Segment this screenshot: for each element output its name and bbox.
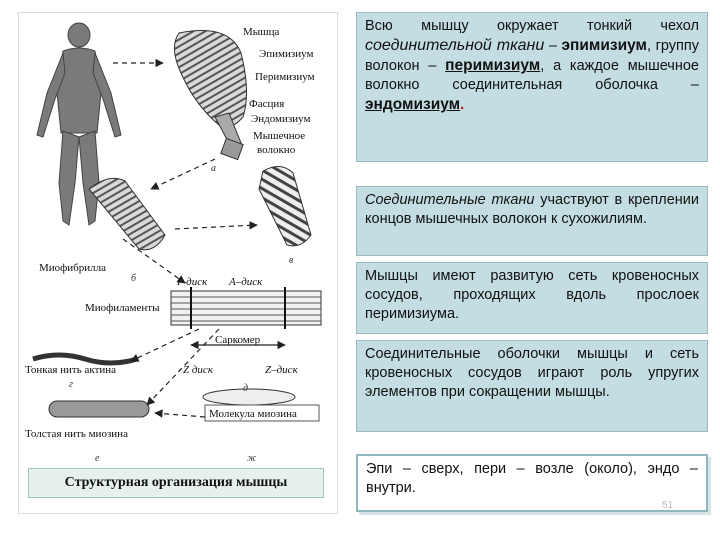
term-perimysium: перимизиум bbox=[445, 57, 541, 74]
letter-b: б bbox=[131, 273, 137, 284]
label-endomysium: Эндомизиум bbox=[251, 113, 310, 125]
label-i-disc: I–диск bbox=[176, 276, 208, 288]
label-muscle-fiber-2: волокно bbox=[257, 144, 296, 156]
letter-zh: ж bbox=[247, 453, 257, 464]
diagram-caption: Структурная организация мышцы bbox=[28, 468, 324, 498]
term-endomysium: эндомизиум bbox=[365, 96, 461, 113]
label-a-disc: A–диск bbox=[228, 276, 263, 288]
text-box-blood-vessels: Мышцы имеют развитую сеть кровеносных со… bbox=[356, 262, 708, 334]
myofibril-illustration bbox=[170, 287, 322, 329]
label-myofilaments: Миофиламенты bbox=[85, 302, 160, 314]
label-z-disc-left: Z диск bbox=[183, 364, 214, 376]
muscle-structure-diagram: Мышца Эпимизиум Перимизиум Фасция Эндоми… bbox=[25, 22, 322, 464]
box1-end-dot: . bbox=[460, 97, 465, 113]
box1-text-5: , группу волокон – bbox=[365, 38, 699, 74]
term-epimysium: эпимизиум bbox=[561, 37, 648, 54]
arrows bbox=[113, 58, 286, 418]
label-perimysium: Перимизиум bbox=[255, 71, 315, 83]
box1-text-1: Всю мышцу окружает тонкий чехол bbox=[365, 18, 699, 34]
label-z-disc-right: Z–диск bbox=[265, 364, 299, 376]
label-thick-myosin: Толстая нить миозина bbox=[25, 428, 128, 440]
diagram-panel: Мышца Эпимизиум Перимизиум Фасция Эндоми… bbox=[18, 12, 338, 514]
letter-a: а bbox=[211, 163, 216, 174]
letter-g: г bbox=[69, 379, 73, 390]
text-box-tendons: Соединительные ткани участвуют в креплен… bbox=[356, 186, 708, 256]
label-myofibril: Миофибрилла bbox=[39, 262, 106, 274]
label-sarcomere: Саркомер bbox=[215, 334, 261, 346]
letter-v: в bbox=[289, 255, 294, 266]
text-box-prefixes: Эпи – сверх, пери – возле (около), эндо … bbox=[356, 454, 708, 512]
label-myosin-molecule: Молекула миозина bbox=[209, 408, 297, 420]
term-connective-tissues: Соединительные ткани bbox=[365, 192, 535, 208]
muscle-fiber-illustration bbox=[88, 166, 312, 251]
page-number: 51 bbox=[662, 500, 674, 511]
box4-text: Соединительные оболочки мышцы и сеть кро… bbox=[365, 346, 699, 400]
box1-text-7: , а каждое мышечное волокно соединительн… bbox=[365, 58, 699, 93]
letter-d: д bbox=[243, 383, 248, 394]
box2-text-2: участвуют в креплении концов мышечных во… bbox=[365, 192, 699, 227]
label-epimysium: Эпимизиум bbox=[259, 48, 313, 60]
box5-text: Эпи – сверх, пери – возле (около), эндо … bbox=[366, 461, 698, 496]
label-muscle: Мышца bbox=[243, 26, 280, 38]
muscle-illustration bbox=[174, 30, 248, 161]
myosin-molecule-drawing bbox=[202, 388, 296, 406]
actin-filament bbox=[32, 352, 138, 366]
myosin-molecule-label-box bbox=[204, 404, 320, 422]
label-fascia: Фасция bbox=[249, 98, 284, 110]
text-box-elastic-elements: Соединительные оболочки мышцы и сеть кро… bbox=[356, 340, 708, 432]
box3-text: Мышцы имеют развитую сеть кровеносных со… bbox=[365, 268, 699, 322]
text-box-sheaths: Всю мышцу окружает тонкий чехол соединит… bbox=[356, 12, 708, 162]
term-connective-tissue: соединительной ткани bbox=[365, 37, 545, 54]
letter-e: е bbox=[95, 453, 100, 464]
human-figure bbox=[36, 22, 122, 226]
label-muscle-fiber-1: Мышечное bbox=[253, 130, 305, 142]
myosin-filament bbox=[48, 400, 150, 418]
label-thin-actin: Тонкая нить актина bbox=[25, 364, 116, 376]
box1-text-3: – bbox=[544, 38, 562, 54]
